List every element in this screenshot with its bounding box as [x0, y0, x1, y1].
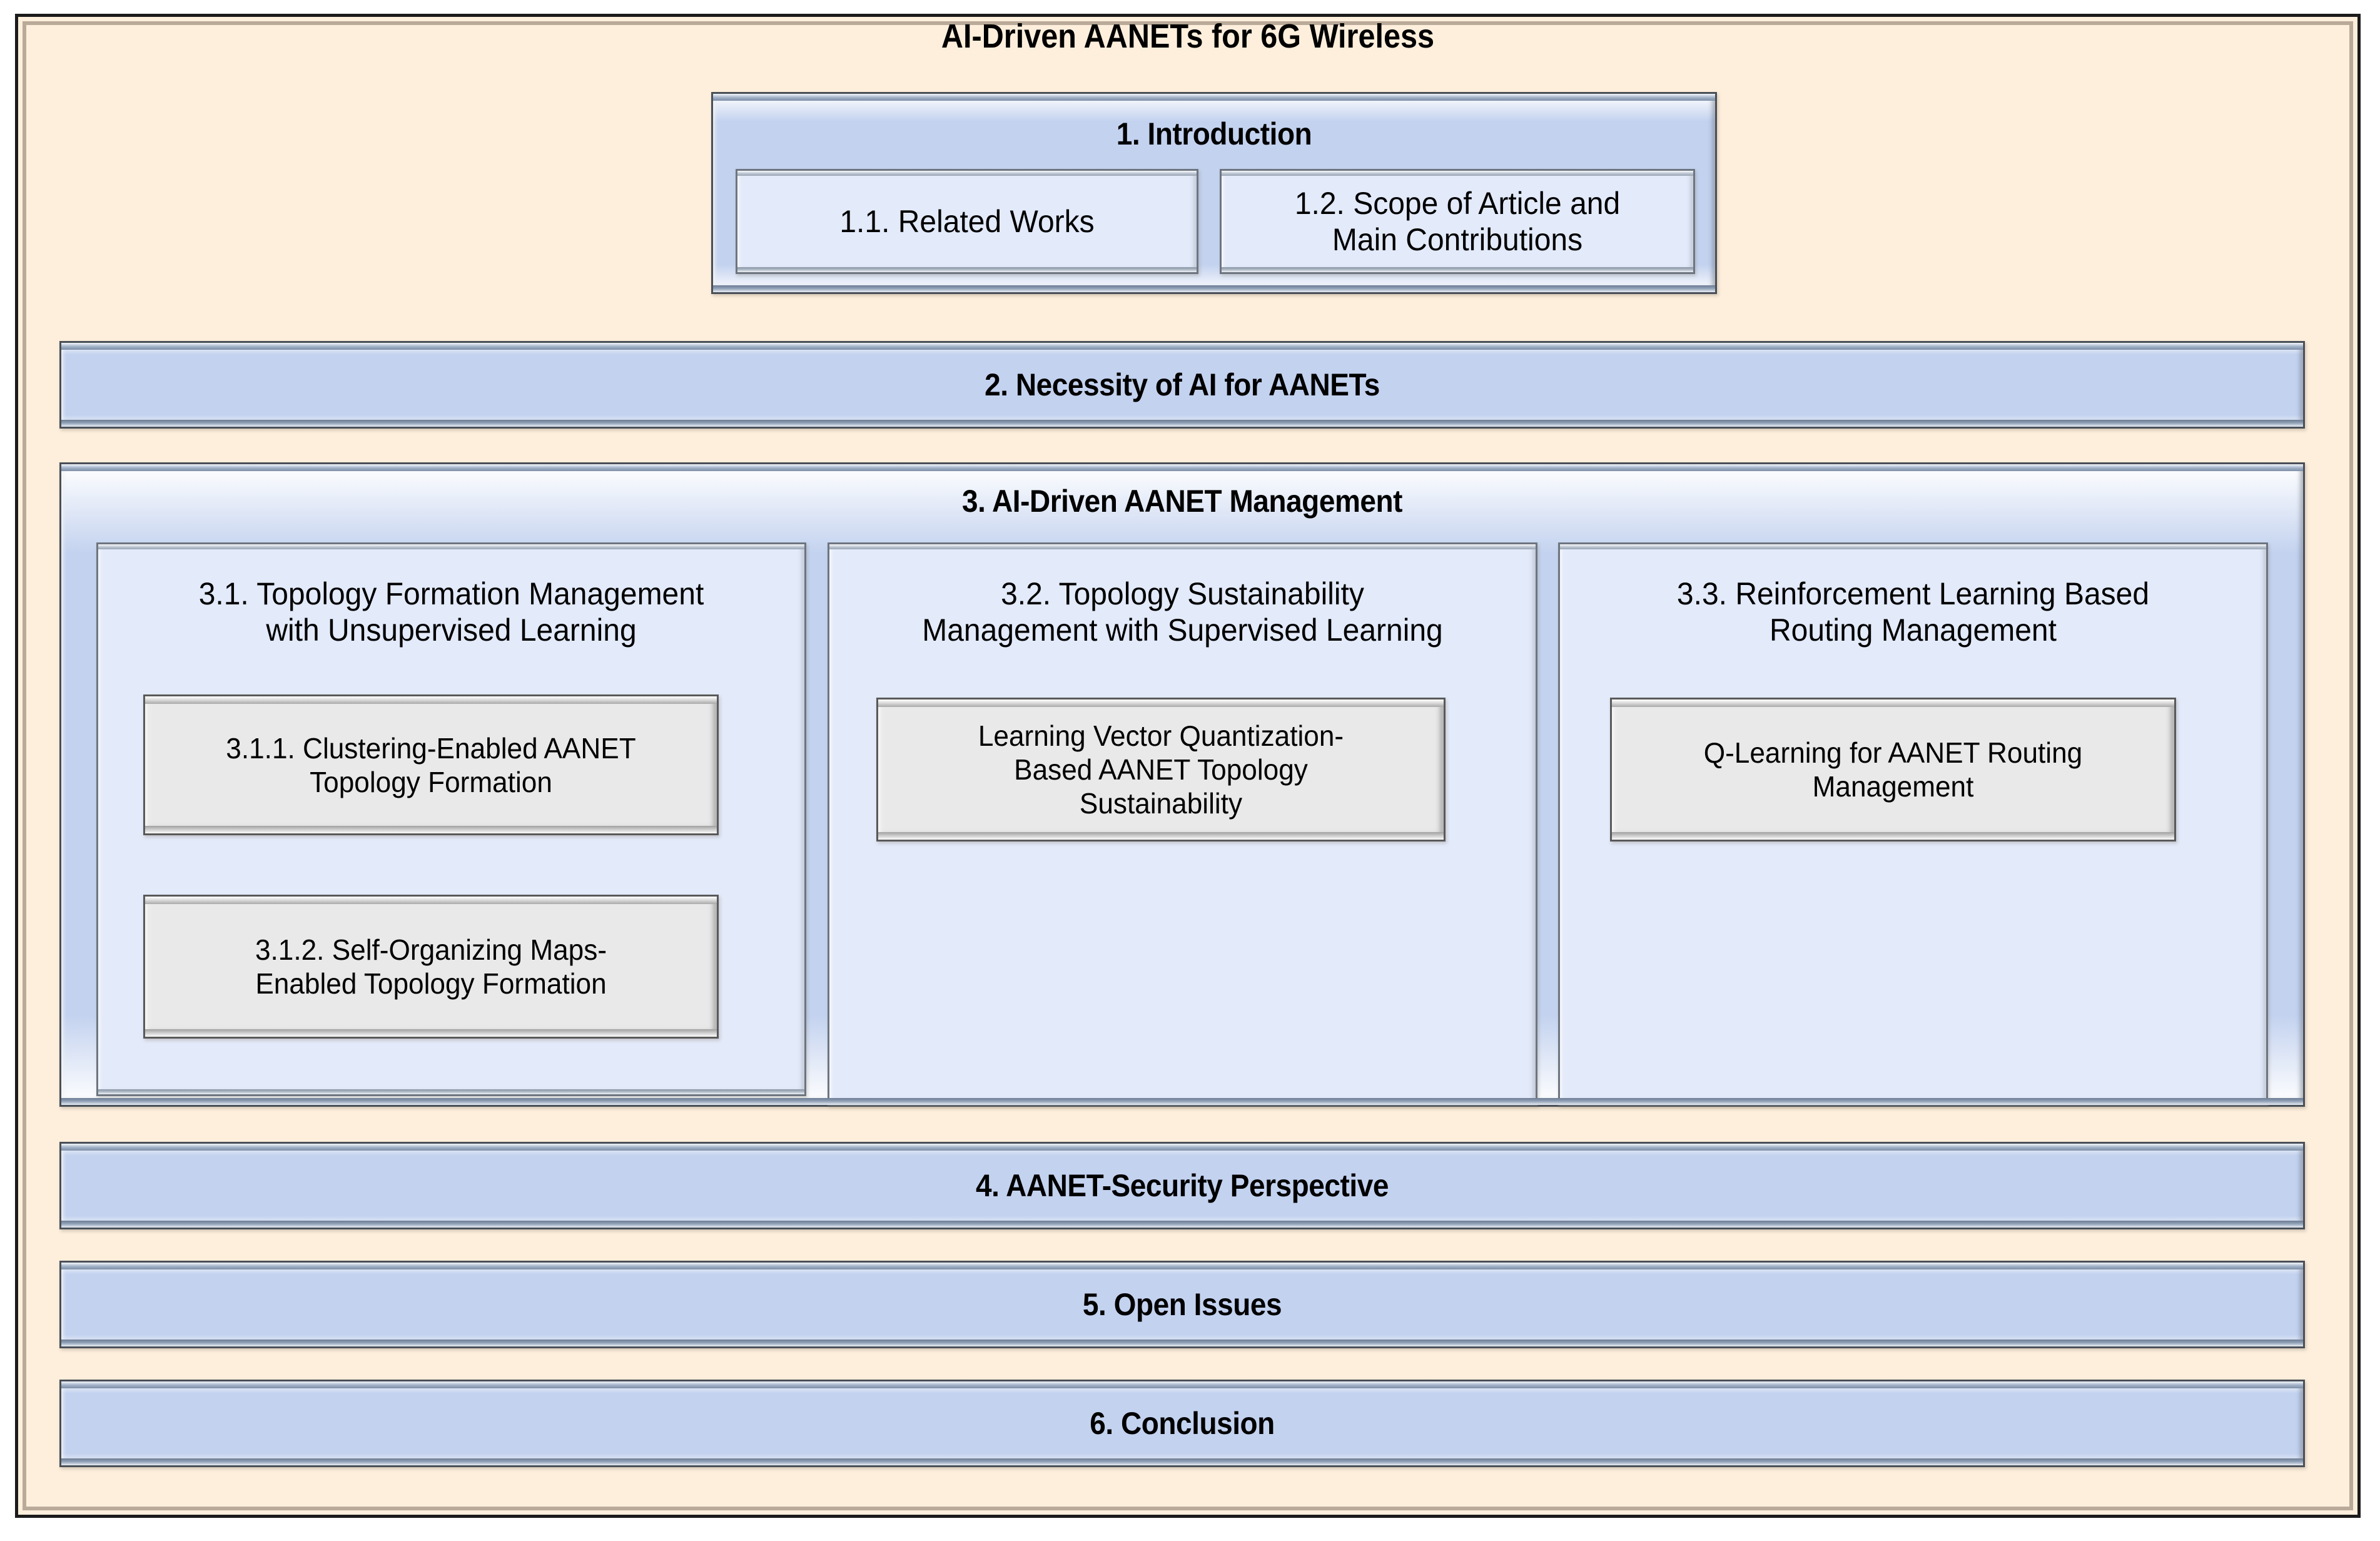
- subsection-3-3-label: 3.3. Reinforcement Learning Based Routin…: [1676, 576, 2150, 648]
- subsection-1-1-label: 1.1. Related Works: [839, 204, 1095, 239]
- leaf-box-3-2-1[interactable]: Learning Vector Quantization- Based AANE…: [876, 698, 1446, 842]
- subsection-3-2-label: 3.2. Topology Sustainability Management …: [922, 576, 1443, 648]
- subsection-box-3-2[interactable]: 3.2. Topology Sustainability Management …: [828, 542, 1537, 1106]
- section-box-1-introduction[interactable]: 1. Introduction 1.1. Related Works 1.2. …: [711, 92, 1717, 294]
- section-2-label: 2. Necessity of AI for AANETs: [985, 367, 1380, 402]
- leaf-box-3-3-1[interactable]: Q-Learning for AANET Routing Management: [1610, 698, 2176, 842]
- section-box-6-conclusion[interactable]: 6. Conclusion: [59, 1380, 2305, 1467]
- page-title: AI-Driven AANETs for 6G Wireless: [941, 18, 1435, 55]
- section-box-5-open-issues[interactable]: 5. Open Issues: [59, 1261, 2305, 1348]
- subsection-box-1-1[interactable]: 1.1. Related Works: [736, 169, 1198, 274]
- section-3-label: 3. AI-Driven AANET Management: [961, 484, 1403, 519]
- leaf-3-2-1-label: Learning Vector Quantization- Based AANE…: [978, 720, 1344, 820]
- section-1-label: 1. Introduction: [1116, 116, 1312, 151]
- outer-frame: AI-Driven AANETs for 6G Wireless 1. Intr…: [15, 14, 2361, 1518]
- section-5-label: 5. Open Issues: [1082, 1287, 1282, 1322]
- subsection-3-1-label: 3.1. Topology Formation Management with …: [198, 576, 704, 648]
- subsection-box-3-3[interactable]: 3.3. Reinforcement Learning Based Routin…: [1558, 542, 2268, 1106]
- leaf-box-3-1-1[interactable]: 3.1.1. Clustering-Enabled AANET Topology…: [143, 694, 719, 835]
- section-4-label: 4. AANET-Security Perspective: [976, 1168, 1389, 1203]
- leaf-3-3-1-label: Q-Learning for AANET Routing Management: [1703, 736, 2083, 803]
- leaf-box-3-1-2[interactable]: 3.1.2. Self-Organizing Maps- Enabled Top…: [143, 895, 719, 1039]
- subsection-box-3-1[interactable]: 3.1. Topology Formation Management with …: [96, 542, 806, 1096]
- subsection-box-1-2[interactable]: 1.2. Scope of Article and Main Contribut…: [1220, 169, 1695, 274]
- leaf-3-1-2-label: 3.1.2. Self-Organizing Maps- Enabled Top…: [255, 933, 607, 1000]
- leaf-3-1-1-label: 3.1.1. Clustering-Enabled AANET Topology…: [226, 731, 636, 798]
- section-box-3-ai-driven-management[interactable]: 3. AI-Driven AANET Management 3.1. Topol…: [59, 462, 2305, 1107]
- subsection-1-2-label: 1.2. Scope of Article and Main Contribut…: [1294, 186, 1621, 257]
- section-box-4-security-perspective[interactable]: 4. AANET-Security Perspective: [59, 1142, 2305, 1229]
- section-6-label: 6. Conclusion: [1090, 1406, 1275, 1441]
- section-box-2-necessity-of-ai[interactable]: 2. Necessity of AI for AANETs: [59, 341, 2305, 429]
